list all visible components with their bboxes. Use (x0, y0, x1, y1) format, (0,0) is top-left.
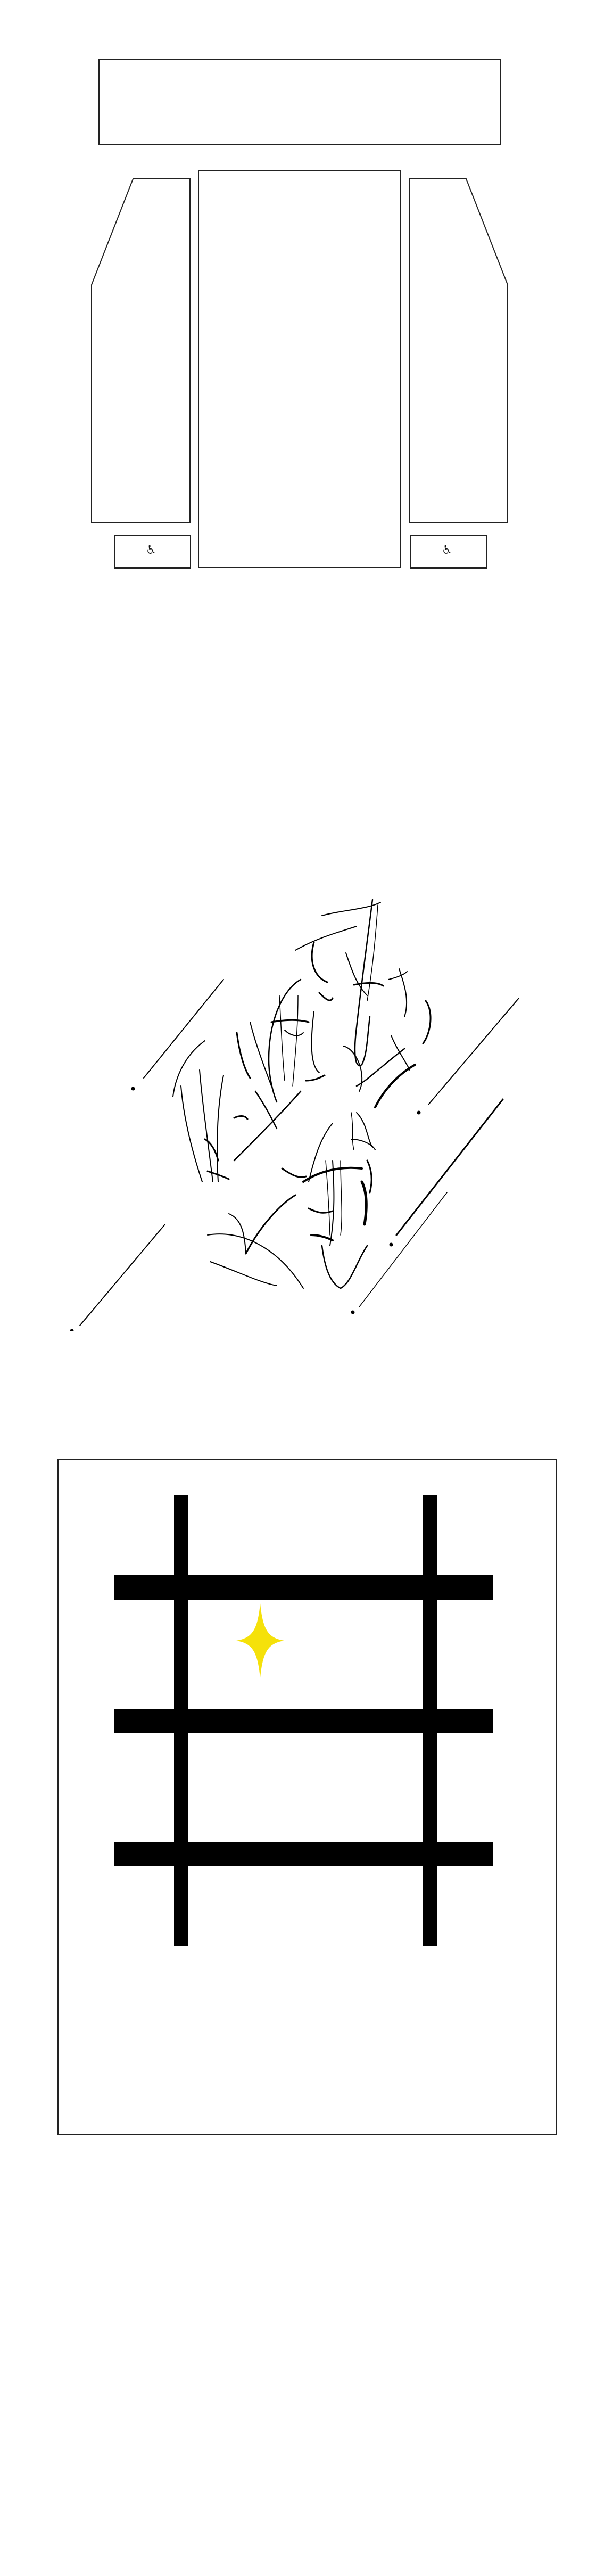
seat-section-b (198, 170, 401, 568)
seat-section-a (91, 178, 191, 523)
stage-area (98, 59, 501, 145)
road-horizontal-bottom (114, 1842, 493, 1866)
seat-section-c (409, 178, 508, 523)
faces-illustration (70, 899, 519, 1331)
wheelchair-area-right: ♿ (410, 535, 487, 569)
road-horizontal-middle (114, 1709, 493, 1733)
venue-star-marker-icon (236, 1603, 284, 1678)
wheelchair-icon: ♿ (442, 544, 452, 557)
wheelchair-icon: ♿ (146, 544, 156, 557)
location-map (57, 1459, 557, 2135)
wheelchair-area-left: ♿ (114, 535, 191, 569)
road-horizontal-top (114, 1575, 493, 1600)
